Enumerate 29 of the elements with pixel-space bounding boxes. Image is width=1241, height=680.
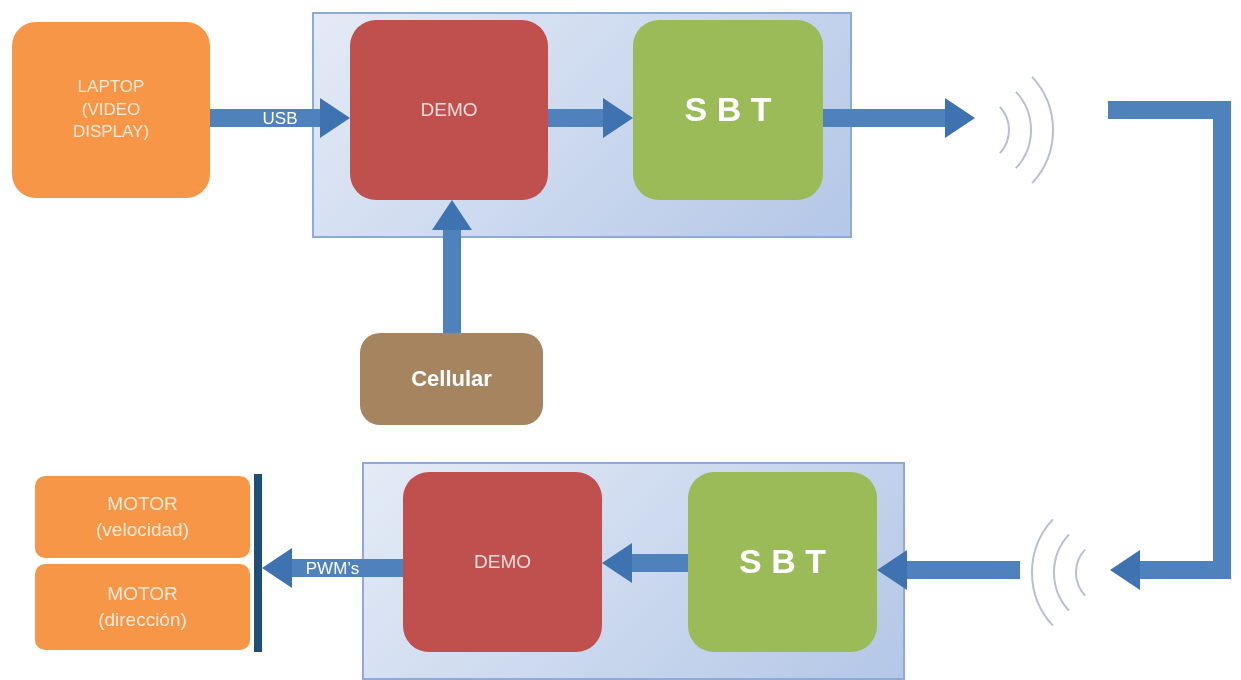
box-label: S B T — [684, 89, 772, 131]
edge-label: USB — [262, 109, 298, 127]
box-label: Cellular — [411, 365, 492, 394]
process-box — [360, 333, 543, 425]
process-box — [350, 20, 548, 200]
box-label: MOTOR (dirección) — [97, 582, 188, 632]
box-label: S B T — [739, 541, 826, 583]
arrow — [432, 200, 472, 333]
arrow — [210, 98, 350, 138]
arrow — [1108, 101, 1231, 590]
arrow — [548, 98, 633, 138]
process-box — [403, 472, 602, 652]
arrow — [877, 550, 1020, 590]
process-box — [12, 22, 210, 198]
arrow — [823, 98, 975, 138]
box-label: DEMO — [420, 98, 478, 123]
panel — [362, 462, 905, 680]
process-box — [633, 20, 823, 200]
connector-bar — [254, 474, 262, 652]
process-box — [35, 476, 250, 558]
box-label: DEMO — [474, 550, 531, 575]
process-box — [35, 564, 250, 650]
arrow — [602, 543, 688, 583]
arrow — [262, 548, 403, 588]
box-label: MOTOR (velocidad) — [95, 492, 190, 542]
panel — [312, 12, 852, 238]
edge-label: PWM’s — [305, 559, 360, 577]
process-box — [688, 472, 877, 652]
box-label: LAPTOP (VIDEO DISPLAY) — [71, 75, 151, 144]
